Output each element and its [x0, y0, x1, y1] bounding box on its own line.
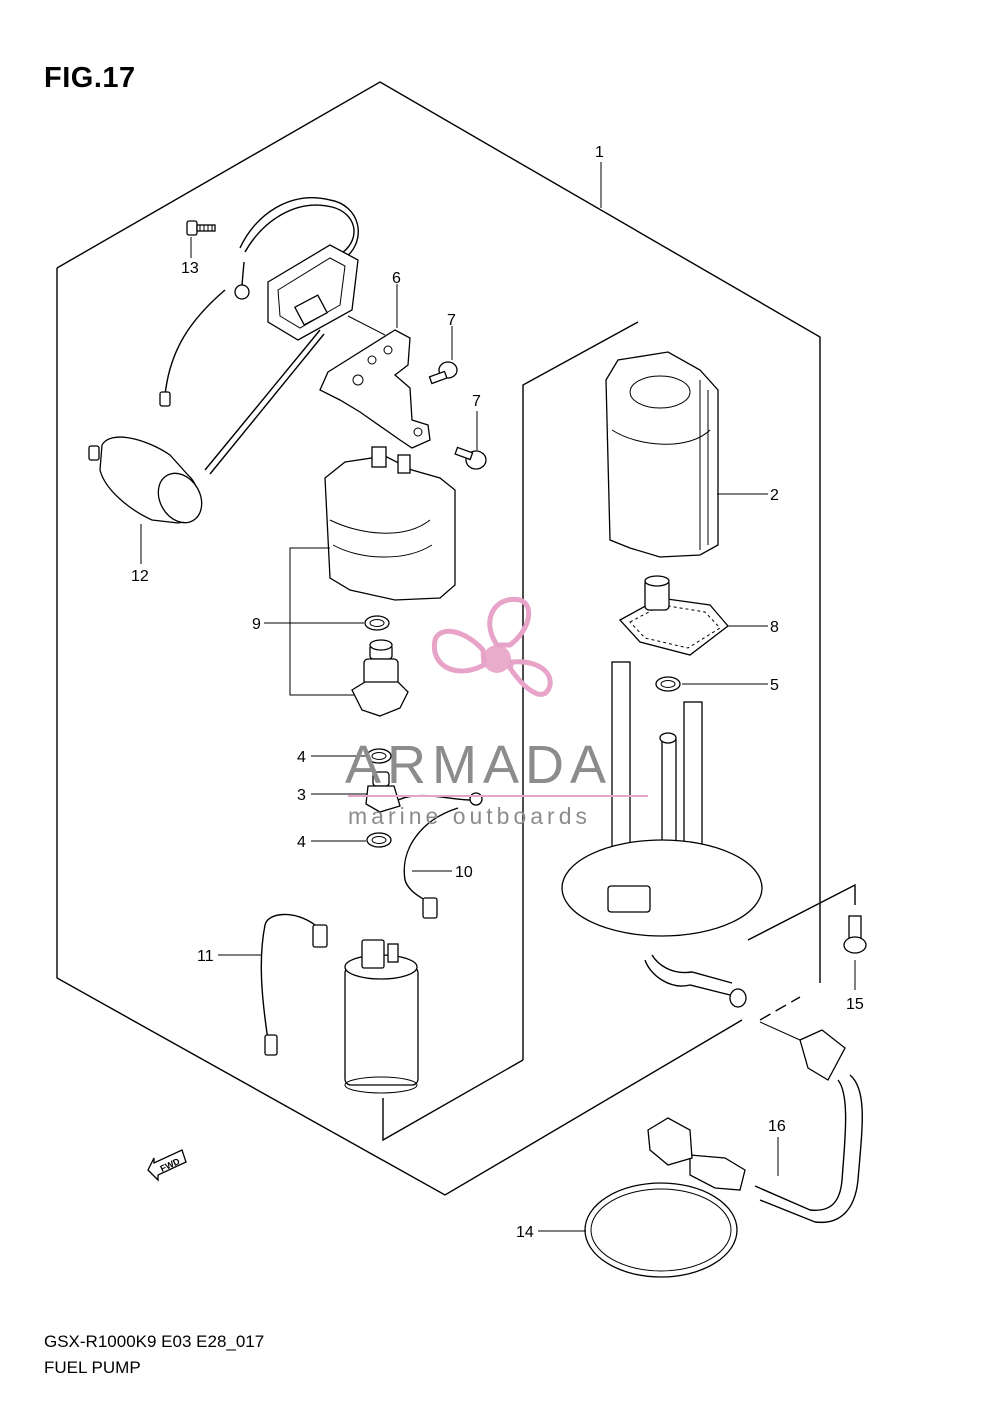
callout-6: 6: [392, 270, 401, 287]
pump-base-plate: [561, 661, 763, 1008]
watermark-brand: ARMADA: [345, 735, 612, 795]
leader-9: [264, 547, 364, 696]
o-ring-4-lower: [311, 832, 392, 848]
pump-case-cover: [324, 446, 456, 601]
callout-5: 5: [770, 677, 779, 694]
model-code-caption: GSX-R1000K9 E03 E28_017: [44, 1332, 265, 1351]
callout-7-upper: 7: [447, 312, 456, 329]
callout-14: 14: [516, 1224, 534, 1241]
armada-watermark: ARMADA marine outboards: [345, 596, 648, 829]
sensor-3: [311, 771, 483, 813]
bracket-6: [319, 284, 431, 449]
callout-4-upper: 4: [297, 749, 306, 766]
watermark-tagline: marine outboards: [348, 803, 591, 829]
pump-holder-2: [605, 351, 768, 558]
wire-11: [218, 913, 328, 1056]
wire-10: [403, 807, 459, 919]
callout-11: 11: [197, 948, 214, 965]
callout-labels: 1 2 3 4 4 5 6 7 7 8 9 10 11 12 13 14 15 …: [131, 144, 864, 1241]
figure-name-caption: FUEL PUMP: [44, 1358, 141, 1377]
fuel-level-gauge: [88, 197, 359, 564]
callout-3: 3: [297, 787, 306, 804]
callout-2: 2: [770, 487, 779, 504]
o-ring-14: [538, 1182, 738, 1278]
bolt-15: [843, 915, 867, 990]
callout-4-lower: 4: [297, 834, 306, 851]
fuel-pump-motor: [344, 939, 419, 1094]
callout-9: 9: [252, 616, 261, 633]
o-ring-4-upper: [311, 748, 392, 764]
callout-1: 1: [595, 144, 604, 161]
bolt-13: [186, 220, 216, 258]
assembly-boundary: [56, 81, 856, 1196]
forward-direction-arrow: FWD: [147, 1149, 187, 1182]
callout-10: 10: [455, 864, 473, 881]
callout-15: 15: [846, 996, 864, 1013]
screw-7-upper: [428, 326, 458, 385]
hose-16: [647, 1021, 863, 1224]
regulator-9: [351, 639, 409, 717]
o-ring-9: [364, 615, 390, 631]
callout-7-lower: 7: [472, 393, 481, 410]
callout-12: 12: [131, 568, 149, 585]
callout-8: 8: [770, 619, 779, 636]
callout-13: 13: [181, 260, 199, 277]
filter-8: [618, 575, 768, 656]
figure-title: FIG.17: [44, 62, 136, 94]
screw-7-lower: [454, 411, 487, 470]
o-ring-5: [655, 676, 768, 692]
callout-16: 16: [768, 1118, 786, 1135]
